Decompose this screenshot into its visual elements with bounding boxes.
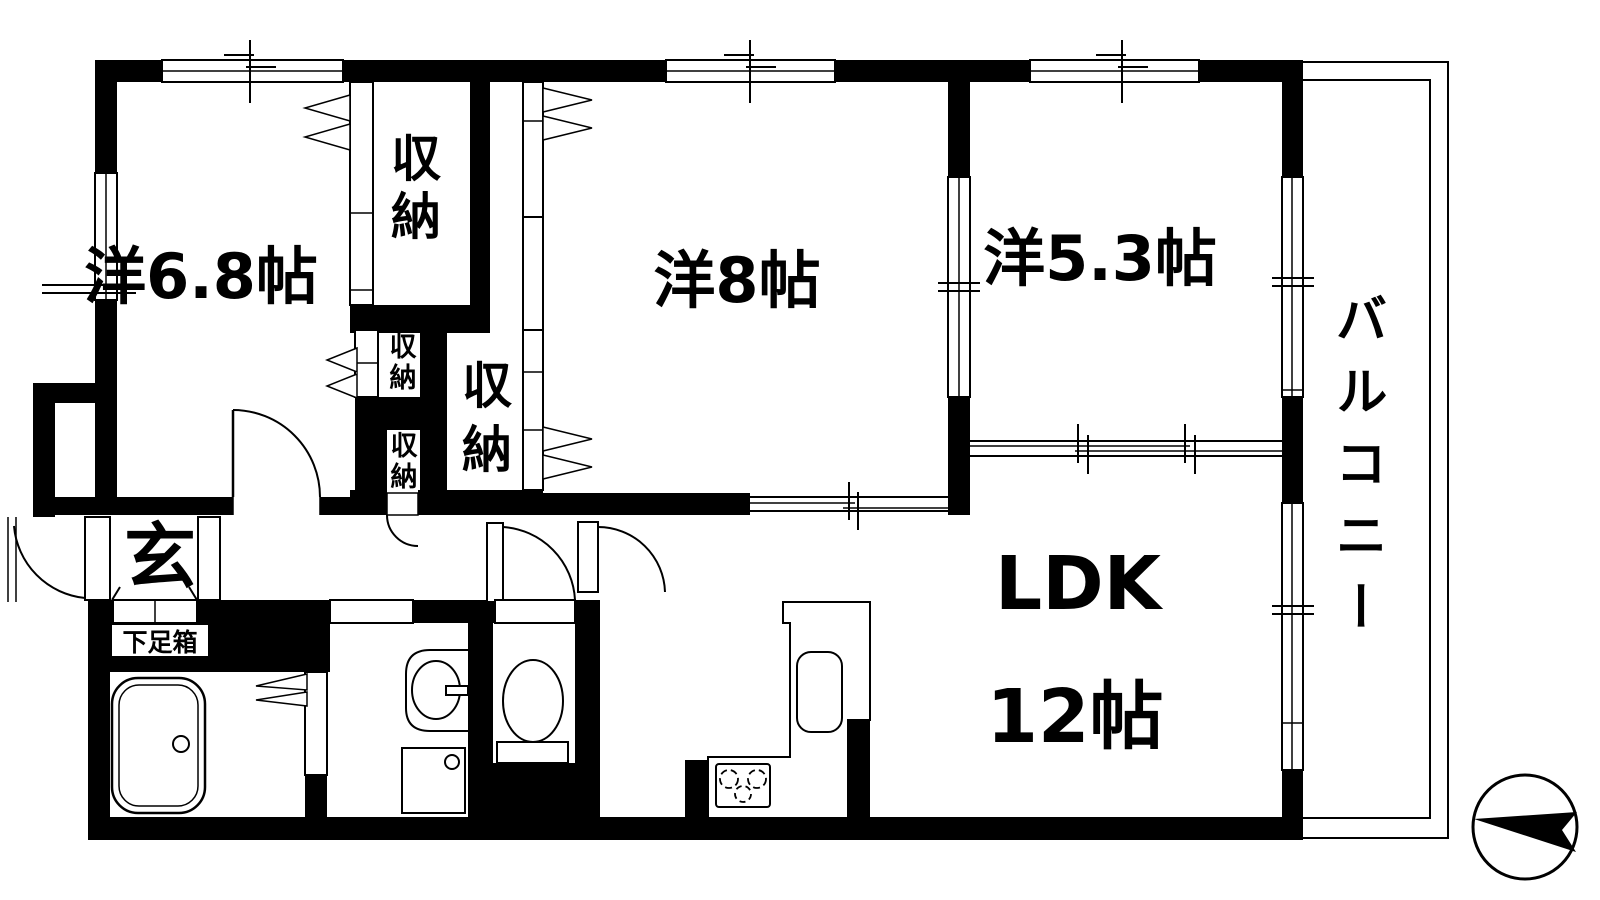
doors xyxy=(7,409,666,624)
room-label-west-8: 洋8帖 xyxy=(653,244,821,317)
bathtub-icon xyxy=(110,676,207,815)
door-toilet xyxy=(486,522,576,603)
bath-folding-door xyxy=(255,671,328,776)
windows xyxy=(42,40,1314,771)
room-label-ldk: LDK xyxy=(995,541,1161,627)
front-door xyxy=(7,516,111,602)
window-left xyxy=(42,172,136,301)
window-balcony-lower xyxy=(1272,502,1314,771)
closet-door-west8-lower xyxy=(522,329,593,491)
balcony-outline xyxy=(1303,61,1449,839)
sliding-partitions xyxy=(750,424,1282,530)
room-label-ldk-size: 12帖 xyxy=(986,674,1164,760)
fixtures xyxy=(110,601,871,819)
washbasin-icon xyxy=(405,649,469,732)
kitchen-sink-icon xyxy=(796,651,843,733)
closet-label-small-upper: 収納 xyxy=(384,332,416,394)
washing-machine-pan-icon xyxy=(401,747,466,814)
toilet-doorway xyxy=(494,599,576,624)
room-label-entrance: 玄 xyxy=(123,515,197,599)
sliding-door-west53-ldk xyxy=(970,424,1282,474)
door-closet-hall xyxy=(386,492,419,547)
closet-door-main-top xyxy=(302,81,374,306)
genkan-step-mark xyxy=(188,586,198,601)
room-label-west-5-3: 洋5.3帖 xyxy=(983,222,1217,295)
shoe-box-label: 下足箱 xyxy=(110,623,210,658)
closet-doors xyxy=(255,81,593,776)
walls xyxy=(33,60,1303,840)
closet-door-small-upper xyxy=(324,329,379,400)
genkan-post xyxy=(197,516,221,601)
window-top-1 xyxy=(161,40,344,103)
closet-door-west8-upper xyxy=(522,81,593,331)
door-west68 xyxy=(231,409,321,515)
door-ldk xyxy=(577,521,666,593)
stove-icon xyxy=(715,763,771,808)
room-label-balcony: バルコニー xyxy=(1326,292,1386,652)
window-top-2 xyxy=(665,40,836,103)
shoe-box xyxy=(112,599,198,624)
kitchen-counter xyxy=(707,601,871,819)
window-room-partition xyxy=(938,176,980,398)
washroom-doorway xyxy=(329,599,414,624)
sliding-door-west8-ldk xyxy=(750,482,948,530)
window-top-3 xyxy=(1029,40,1200,103)
window-balcony-upper xyxy=(1272,176,1314,398)
genkan-step-mark xyxy=(111,586,121,601)
compass-icon xyxy=(1471,773,1579,881)
closet-label-west8: 収納 xyxy=(454,359,512,487)
closet-label-small-lower: 収納 xyxy=(385,431,417,493)
room-label-west-6-8: 洋6.8帖 xyxy=(84,240,318,313)
toilet-icon xyxy=(496,659,569,764)
closet-label-main-top: 収納 xyxy=(383,132,441,248)
